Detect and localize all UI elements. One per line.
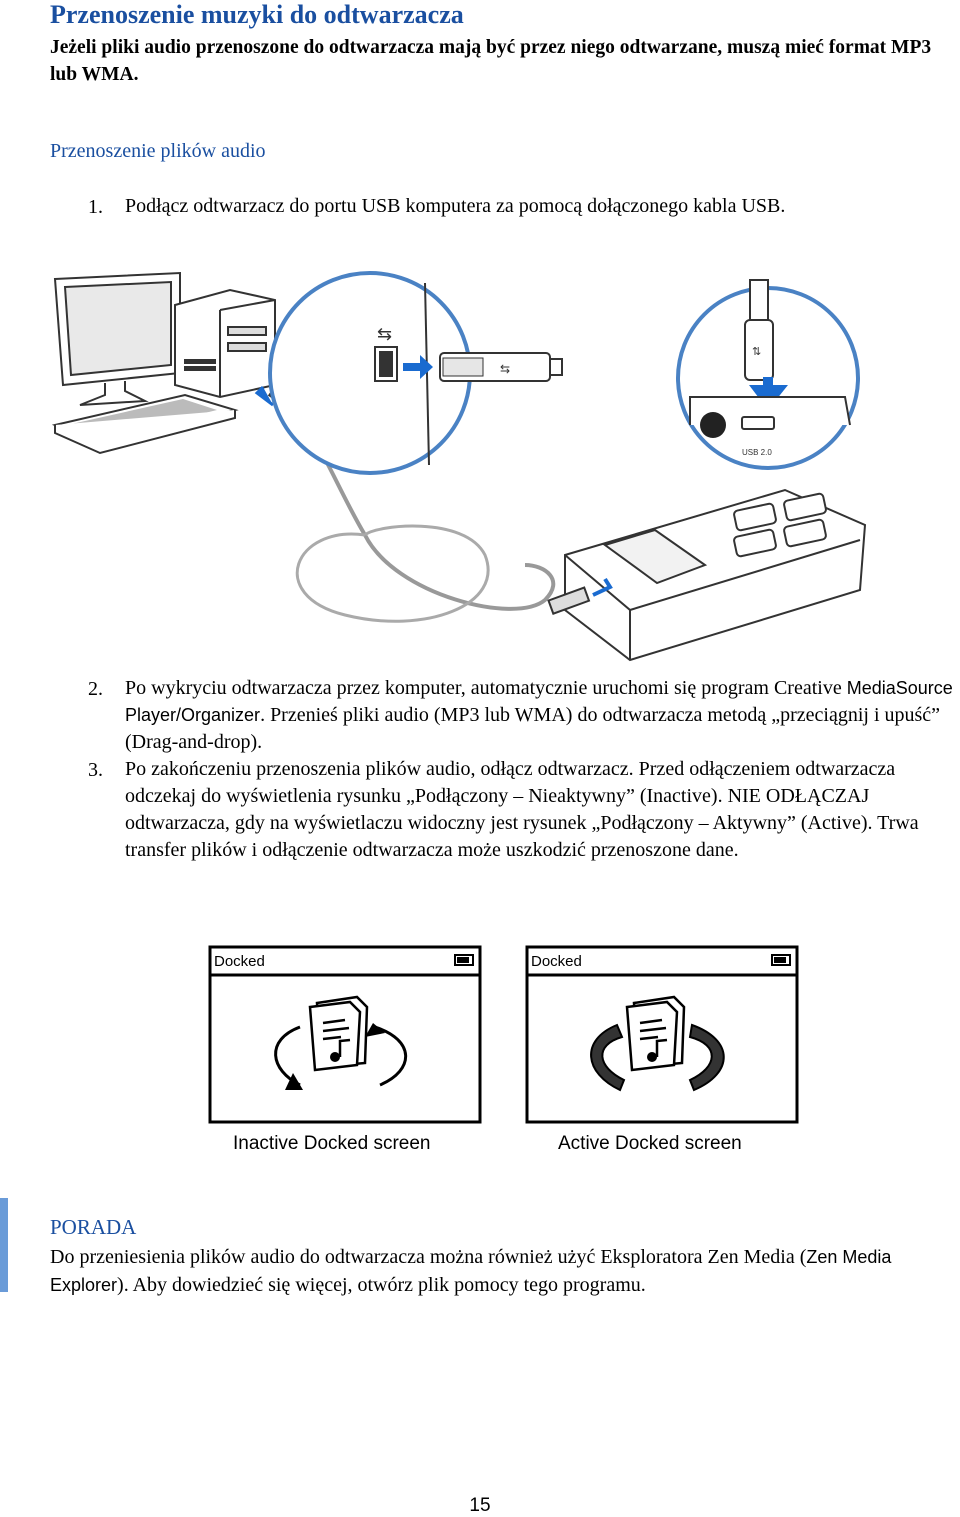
usb-port-label: USB 2.0 <box>742 448 772 457</box>
step-3-text: Po zakończeniu przenoszenia plików audio… <box>125 758 919 861</box>
active-docked-screen: Docked Active Docked screen <box>522 945 802 1160</box>
tip-label: PORADA <box>50 1215 137 1239</box>
inactive-docked-graphic <box>208 945 482 1124</box>
tip-text-a: Do przeniesienia plików audio do odtwarz… <box>50 1246 807 1268</box>
screen-caption: Active Docked screen <box>558 1133 742 1154</box>
step-1-number: 1. <box>88 196 103 218</box>
page-number: 15 <box>469 1495 491 1516</box>
step-2-app-name: MediaSource Player/Organizer <box>125 678 953 725</box>
section-subheading: Przenoszenie plików audio <box>50 140 266 162</box>
sync-arrows-active-icon <box>590 1023 725 1092</box>
step-1-text: Podłącz odtwarzacz do portu USB komputer… <box>125 195 786 217</box>
step-2-number: 2. <box>88 678 103 700</box>
document-music-icon <box>625 995 686 1072</box>
tip-text: Do przeniesienia plików audio do odtwarz… <box>50 1243 960 1299</box>
svg-text:⇆: ⇆ <box>500 362 510 376</box>
inactive-docked-screen: Docked Inactive Docked screen <box>205 945 485 1160</box>
tip-accent-bar <box>0 1198 8 1292</box>
page-title: Przenoszenie muzyki do odtwarzacza <box>50 0 464 29</box>
svg-text:⇆: ⇆ <box>377 324 392 344</box>
screen-caption: Inactive Docked screen <box>233 1133 431 1154</box>
usb-connection-illustration: ⇆ ⇆ ⇅ USB 2.0 <box>51 271 867 662</box>
intro-text: Jeżeli pliki audio przenoszone do odtwar… <box>50 37 932 85</box>
computer-tower-icon <box>174 288 276 399</box>
mp3-player-icon <box>564 488 867 662</box>
step-2-text-b: . Przenieś pliki audio (MP3 lub WMA) do … <box>125 704 941 753</box>
sync-arrows-icon <box>274 1023 408 1090</box>
svg-text:⇅: ⇅ <box>752 346 761 358</box>
tip-app-name: Zen Media Explorer <box>50 1247 892 1295</box>
step-3-number: 3. <box>88 759 103 781</box>
document-music-icon <box>308 995 369 1072</box>
step-2-text: Po wykryciu odtwarzacza przez komputer, … <box>125 675 960 756</box>
tip-text-b: ). Aby dowiedzieć się więcej, otwórz pli… <box>117 1274 646 1296</box>
step-2-text-a: Po wykryciu odtwarzacza przez komputer, … <box>125 677 847 699</box>
screen-header-label: Docked <box>214 953 265 970</box>
active-docked-graphic <box>525 945 799 1124</box>
screen-header-label: Docked <box>531 953 582 970</box>
keyboard-icon <box>51 393 239 455</box>
computer-monitor-icon <box>53 271 181 406</box>
